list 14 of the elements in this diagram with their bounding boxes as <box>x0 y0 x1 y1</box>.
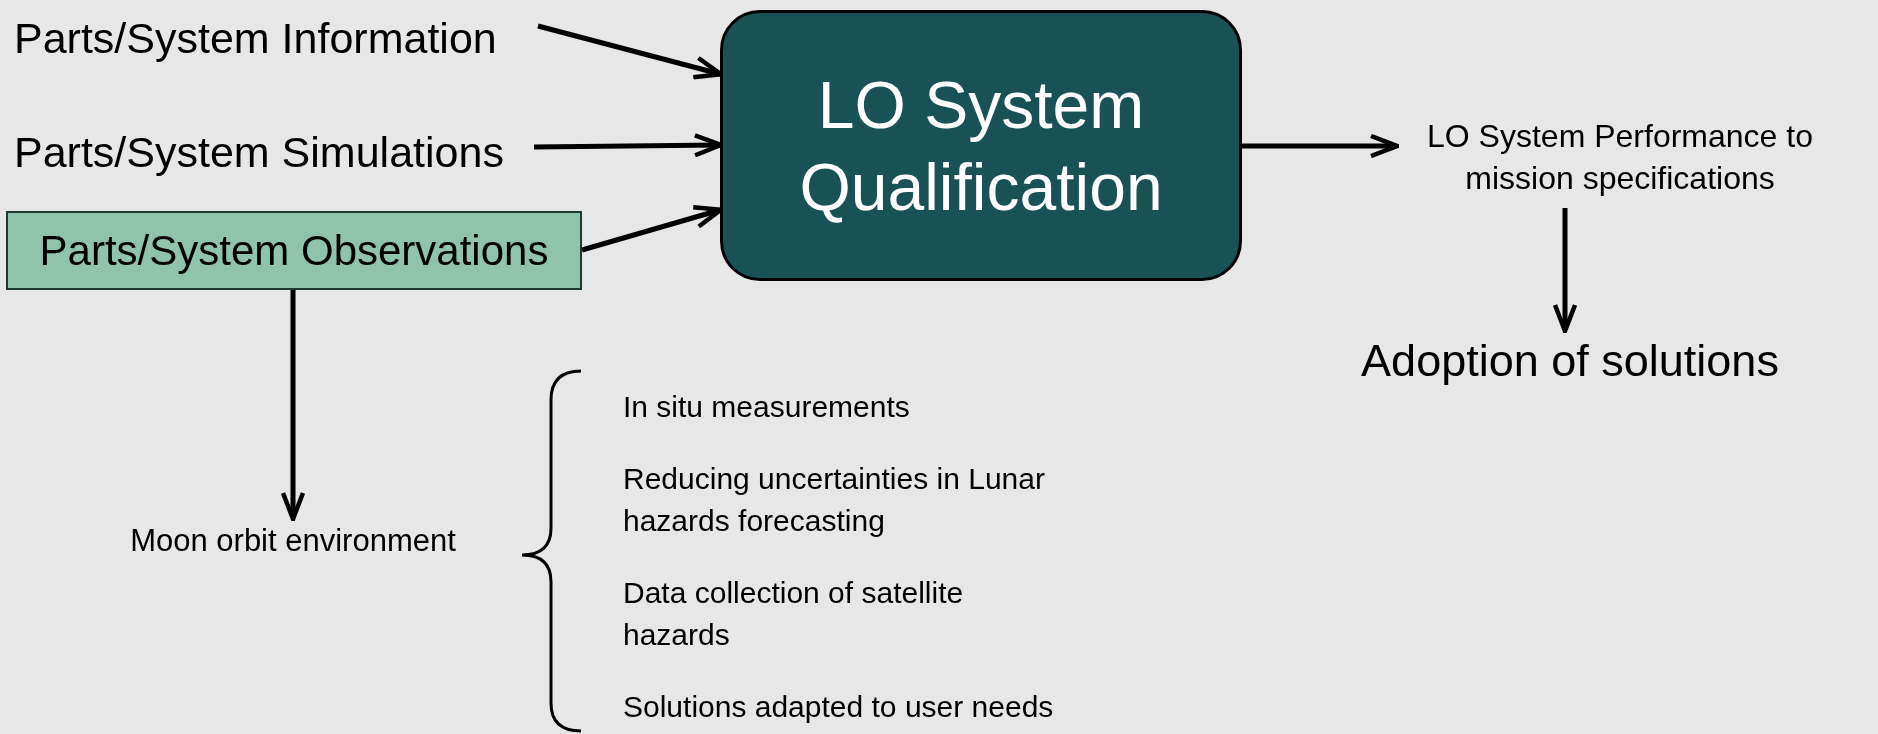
arrow <box>1552 208 1578 334</box>
input-label: Parts/System Simulations <box>14 120 534 174</box>
process-box: Parts/System Observations <box>6 211 582 290</box>
bullet-text: In situ measurements <box>623 389 911 425</box>
bullet-text: Solutions adapted to user needs <box>623 689 1055 725</box>
process-box: LO System Qualification <box>720 10 1242 281</box>
input-label: Parts/System Information <box>14 6 538 60</box>
output-label: LO System Performance to mission specifications <box>1396 106 1844 208</box>
bullet-text: Reducing uncertainties in Lunar hazards forecasting <box>623 461 1046 539</box>
bullet-text: Data collection of satellite hazards <box>623 575 965 653</box>
arrow <box>280 290 306 522</box>
environment-label: Moon orbit environment <box>88 518 498 564</box>
outcome-label: Adoption of solutions <box>1330 330 1810 392</box>
arrow <box>1242 133 1400 159</box>
